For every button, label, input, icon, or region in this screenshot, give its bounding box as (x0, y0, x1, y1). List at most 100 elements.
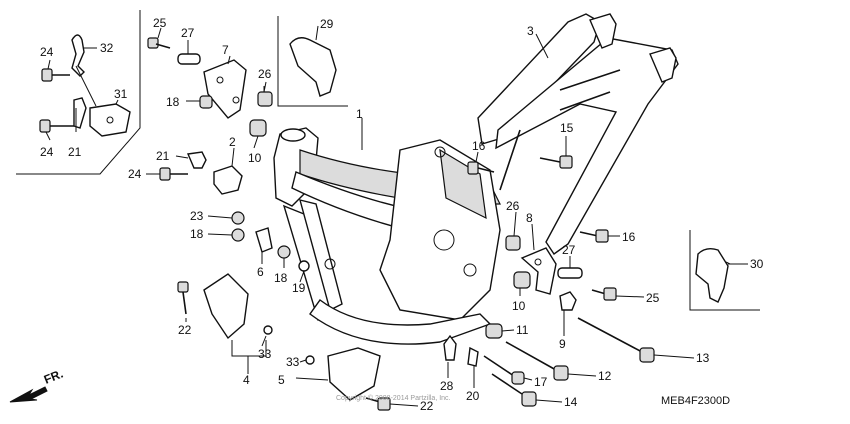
nut-part-18-low[interactable] (277, 245, 291, 259)
callout-26-low: 26 (506, 199, 520, 213)
callout-15: 15 (560, 121, 574, 135)
callout-11: 11 (516, 323, 529, 337)
plate-part-6[interactable] (255, 227, 273, 253)
callout-28: 28 (440, 379, 454, 393)
washer-part-19[interactable] (298, 260, 310, 272)
frame-part-1[interactable] (273, 127, 501, 345)
callout-25-top: 25 (153, 16, 167, 30)
collar-part-10-low[interactable] (513, 271, 531, 289)
callout-17: 17 (534, 375, 548, 389)
bolt-part-17[interactable] (483, 355, 525, 385)
bracket-part-7[interactable] (203, 59, 247, 119)
callout-32: 32 (100, 41, 114, 55)
callout-27-top: 27 (181, 26, 195, 40)
collar-part-10-top[interactable] (249, 119, 267, 137)
callout-30: 30 (750, 257, 764, 271)
bolt-part-13[interactable] (577, 317, 655, 363)
clip-part-32[interactable] (71, 34, 85, 77)
leader-2 (231, 147, 235, 167)
diagram-code: MEB4F2300D (661, 395, 730, 407)
bolt-part-14[interactable] (491, 373, 537, 407)
leader-inset (75, 65, 97, 107)
watermark: Copyright © 2008-2014 Partzilla, Inc. (336, 394, 451, 402)
bracket-line-4 (231, 340, 267, 357)
callout-leaders (45, 27, 748, 407)
plate-part-27-low[interactable] (557, 267, 583, 279)
callout-16-top: 16 (472, 139, 486, 153)
callout-9: 9 (559, 337, 566, 351)
callout-7: 7 (222, 43, 229, 57)
guard-part-4[interactable] (203, 273, 249, 340)
nut-part-23[interactable] (231, 211, 245, 225)
collar-part-11[interactable] (485, 323, 503, 339)
callout-29: 29 (320, 17, 334, 31)
bolt-part-16-top[interactable] (467, 161, 495, 175)
callout-18-mid: 18 (190, 227, 204, 241)
bolt-part-25-top[interactable] (147, 37, 171, 49)
callout-24-mid: 24 (128, 167, 142, 181)
clip-part-20[interactable] (467, 346, 479, 367)
guard-part-5[interactable] (327, 347, 381, 401)
callout-18-top: 18 (166, 95, 180, 109)
callout-33-right: 33 (286, 355, 300, 369)
callout-13: 13 (696, 351, 710, 365)
callout-6: 6 (257, 265, 264, 279)
inset-box-left (16, 10, 141, 175)
clip-part-28[interactable] (443, 334, 457, 361)
callout-31: 31 (114, 87, 128, 101)
callout-2: 2 (229, 135, 236, 149)
leader-5 (295, 377, 329, 381)
leader-3 (535, 33, 549, 59)
subframe-part-3[interactable] (477, 13, 679, 255)
leader-31 (115, 99, 119, 105)
callout-19: 19 (292, 281, 306, 295)
clip-part-21-mid[interactable] (186, 151, 207, 169)
damper-part-2[interactable] (213, 165, 243, 195)
callout-23: 23 (190, 209, 204, 223)
bracket-part-29[interactable] (289, 37, 337, 97)
bolt-part-16-low[interactable] (579, 229, 609, 243)
bolt-part-12[interactable] (505, 341, 569, 381)
bracket-part-30[interactable] (695, 247, 729, 303)
bolt-part-15[interactable] (539, 155, 573, 169)
nut-part-26-low[interactable] (505, 235, 521, 251)
callout-5: 5 (278, 373, 285, 387)
callout-12: 12 (598, 369, 612, 383)
bolt-part-22-bottom[interactable] (365, 397, 391, 411)
leader-29 (315, 25, 319, 41)
plate-part-27-top[interactable] (177, 53, 201, 65)
bolt-part-25-low[interactable] (591, 287, 617, 301)
washer-part-33-left[interactable] (263, 325, 273, 335)
callout-22-left: 22 (178, 323, 192, 337)
callout-24-top: 24 (40, 45, 54, 59)
callout-26-top: 26 (258, 67, 272, 81)
callout-16-low: 16 (622, 230, 636, 244)
nut-part-18-mid[interactable] (231, 228, 245, 242)
washer-part-33-right[interactable] (305, 355, 315, 365)
callout-8: 8 (526, 211, 533, 225)
callout-27-low: 27 (562, 243, 576, 257)
callout-24-lower: 24 (40, 145, 54, 159)
bracket-part-31[interactable] (89, 103, 131, 137)
callout-10-top: 10 (248, 151, 262, 165)
callout-10-low: 10 (512, 299, 526, 313)
bolt-part-24-lower[interactable] (39, 119, 74, 133)
clip-part-21-top[interactable] (73, 97, 87, 129)
nut-part-18-top[interactable] (186, 95, 213, 109)
callout-25-low: 25 (646, 291, 660, 305)
clip-part-9[interactable] (559, 291, 577, 311)
callout-33-left: 33 (258, 347, 272, 361)
inset-box-29 (277, 16, 348, 107)
callout-22-bottom: 22 (420, 399, 434, 413)
bracket-part-8[interactable] (520, 247, 557, 295)
bolt-part-22-left[interactable] (177, 281, 189, 315)
bolt-part-24-top[interactable] (41, 68, 70, 82)
bolt-part-24-mid[interactable] (159, 167, 188, 181)
callout-21-mid: 21 (156, 149, 170, 163)
callout-18-low: 18 (274, 271, 288, 285)
callouts: 25 24 32 31 24 21 27 7 26 18 29 3 1 2 10… (40, 16, 764, 413)
leader-7 (227, 55, 231, 65)
leader-21b (175, 155, 189, 159)
callout-1: 1 (356, 107, 363, 121)
callout-3: 3 (527, 24, 534, 38)
